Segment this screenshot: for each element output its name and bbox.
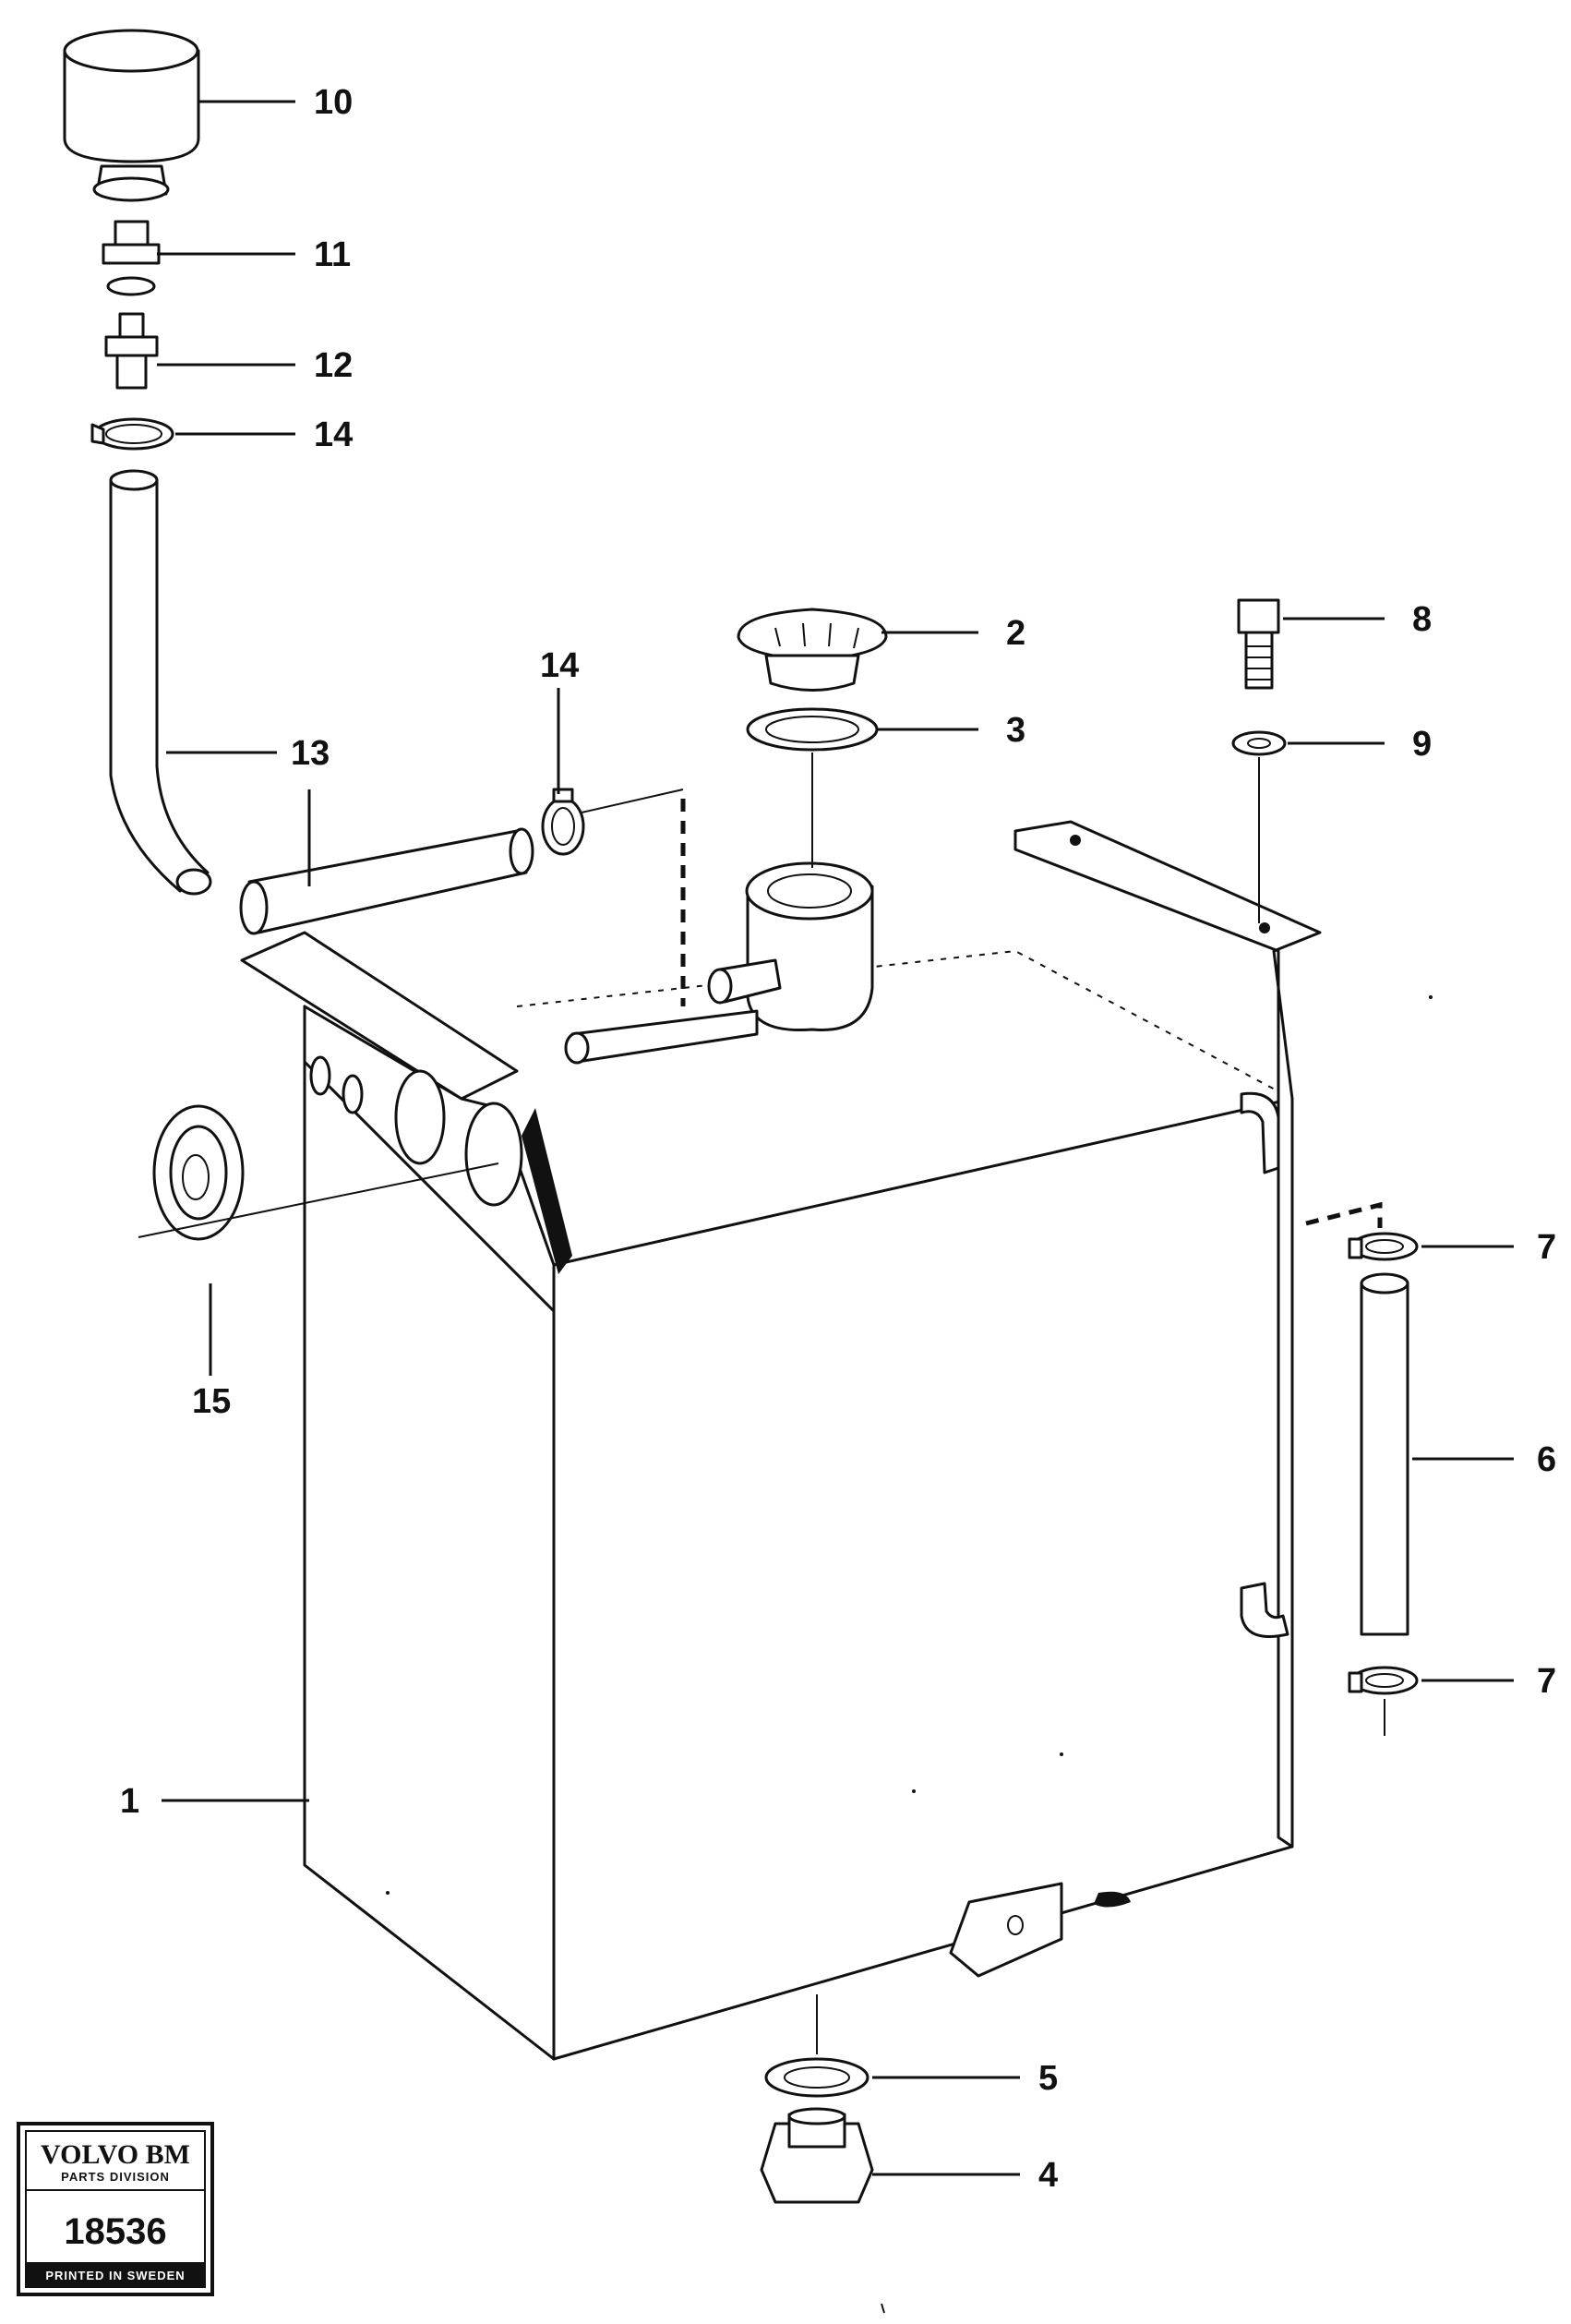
level-hose [1360, 1272, 1409, 1636]
callout-7-lower: 7 [1537, 1662, 1556, 1701]
callout-6: 6 [1537, 1440, 1556, 1479]
breather-filter [63, 29, 200, 202]
callout-15: 15 [192, 1382, 231, 1421]
hydraulic-tank [240, 820, 1433, 2061]
stamp-division: PARTS DIVISION [61, 2170, 170, 2184]
callout-3: 3 [1006, 711, 1025, 750]
filler-cap [737, 608, 888, 692]
stamp-brand: VOLVO BM [41, 2139, 190, 2170]
grommet [152, 1104, 245, 1241]
drain-plug-washer [764, 2057, 869, 2098]
callout-9: 9 [1412, 725, 1432, 764]
callout-14-mid: 14 [540, 646, 579, 685]
level-hose-clamp-upper [1348, 1232, 1419, 1261]
callout-7-upper: 7 [1537, 1228, 1556, 1267]
breather-seal-ring [106, 276, 156, 296]
callout-10: 10 [314, 83, 353, 122]
callout-5: 5 [1038, 2059, 1058, 2098]
washer [1231, 730, 1287, 756]
callout-1: 1 [120, 1782, 139, 1821]
callout-14-top: 14 [314, 415, 353, 454]
level-hose-clamp-lower [1348, 1666, 1419, 1695]
hose-clamp-top [90, 417, 174, 451]
connecting-hose [239, 827, 534, 935]
callout-11: 11 [314, 235, 351, 274]
breather-adapter [102, 220, 161, 265]
stamp-number: 18536 [64, 2211, 166, 2252]
callout-8: 8 [1412, 600, 1432, 639]
hose-clamp-mid [541, 788, 585, 856]
breather-nipple [104, 312, 159, 390]
breather-hose [109, 469, 212, 896]
bolt [1237, 598, 1280, 690]
drain-plug [760, 2107, 874, 2204]
callout-2: 2 [1006, 614, 1025, 653]
parts-division-stamp: VOLVO BM PARTS DIVISION 18536 PRINTED IN… [17, 2122, 214, 2296]
callout-13: 13 [291, 734, 330, 773]
leader-lines [157, 100, 1514, 2176]
callout-12: 12 [314, 346, 353, 385]
stamp-footer: PRINTED IN SWEDEN [45, 2269, 185, 2282]
callout-4: 4 [1038, 2156, 1058, 2195]
filler-cap-seal [746, 707, 879, 752]
